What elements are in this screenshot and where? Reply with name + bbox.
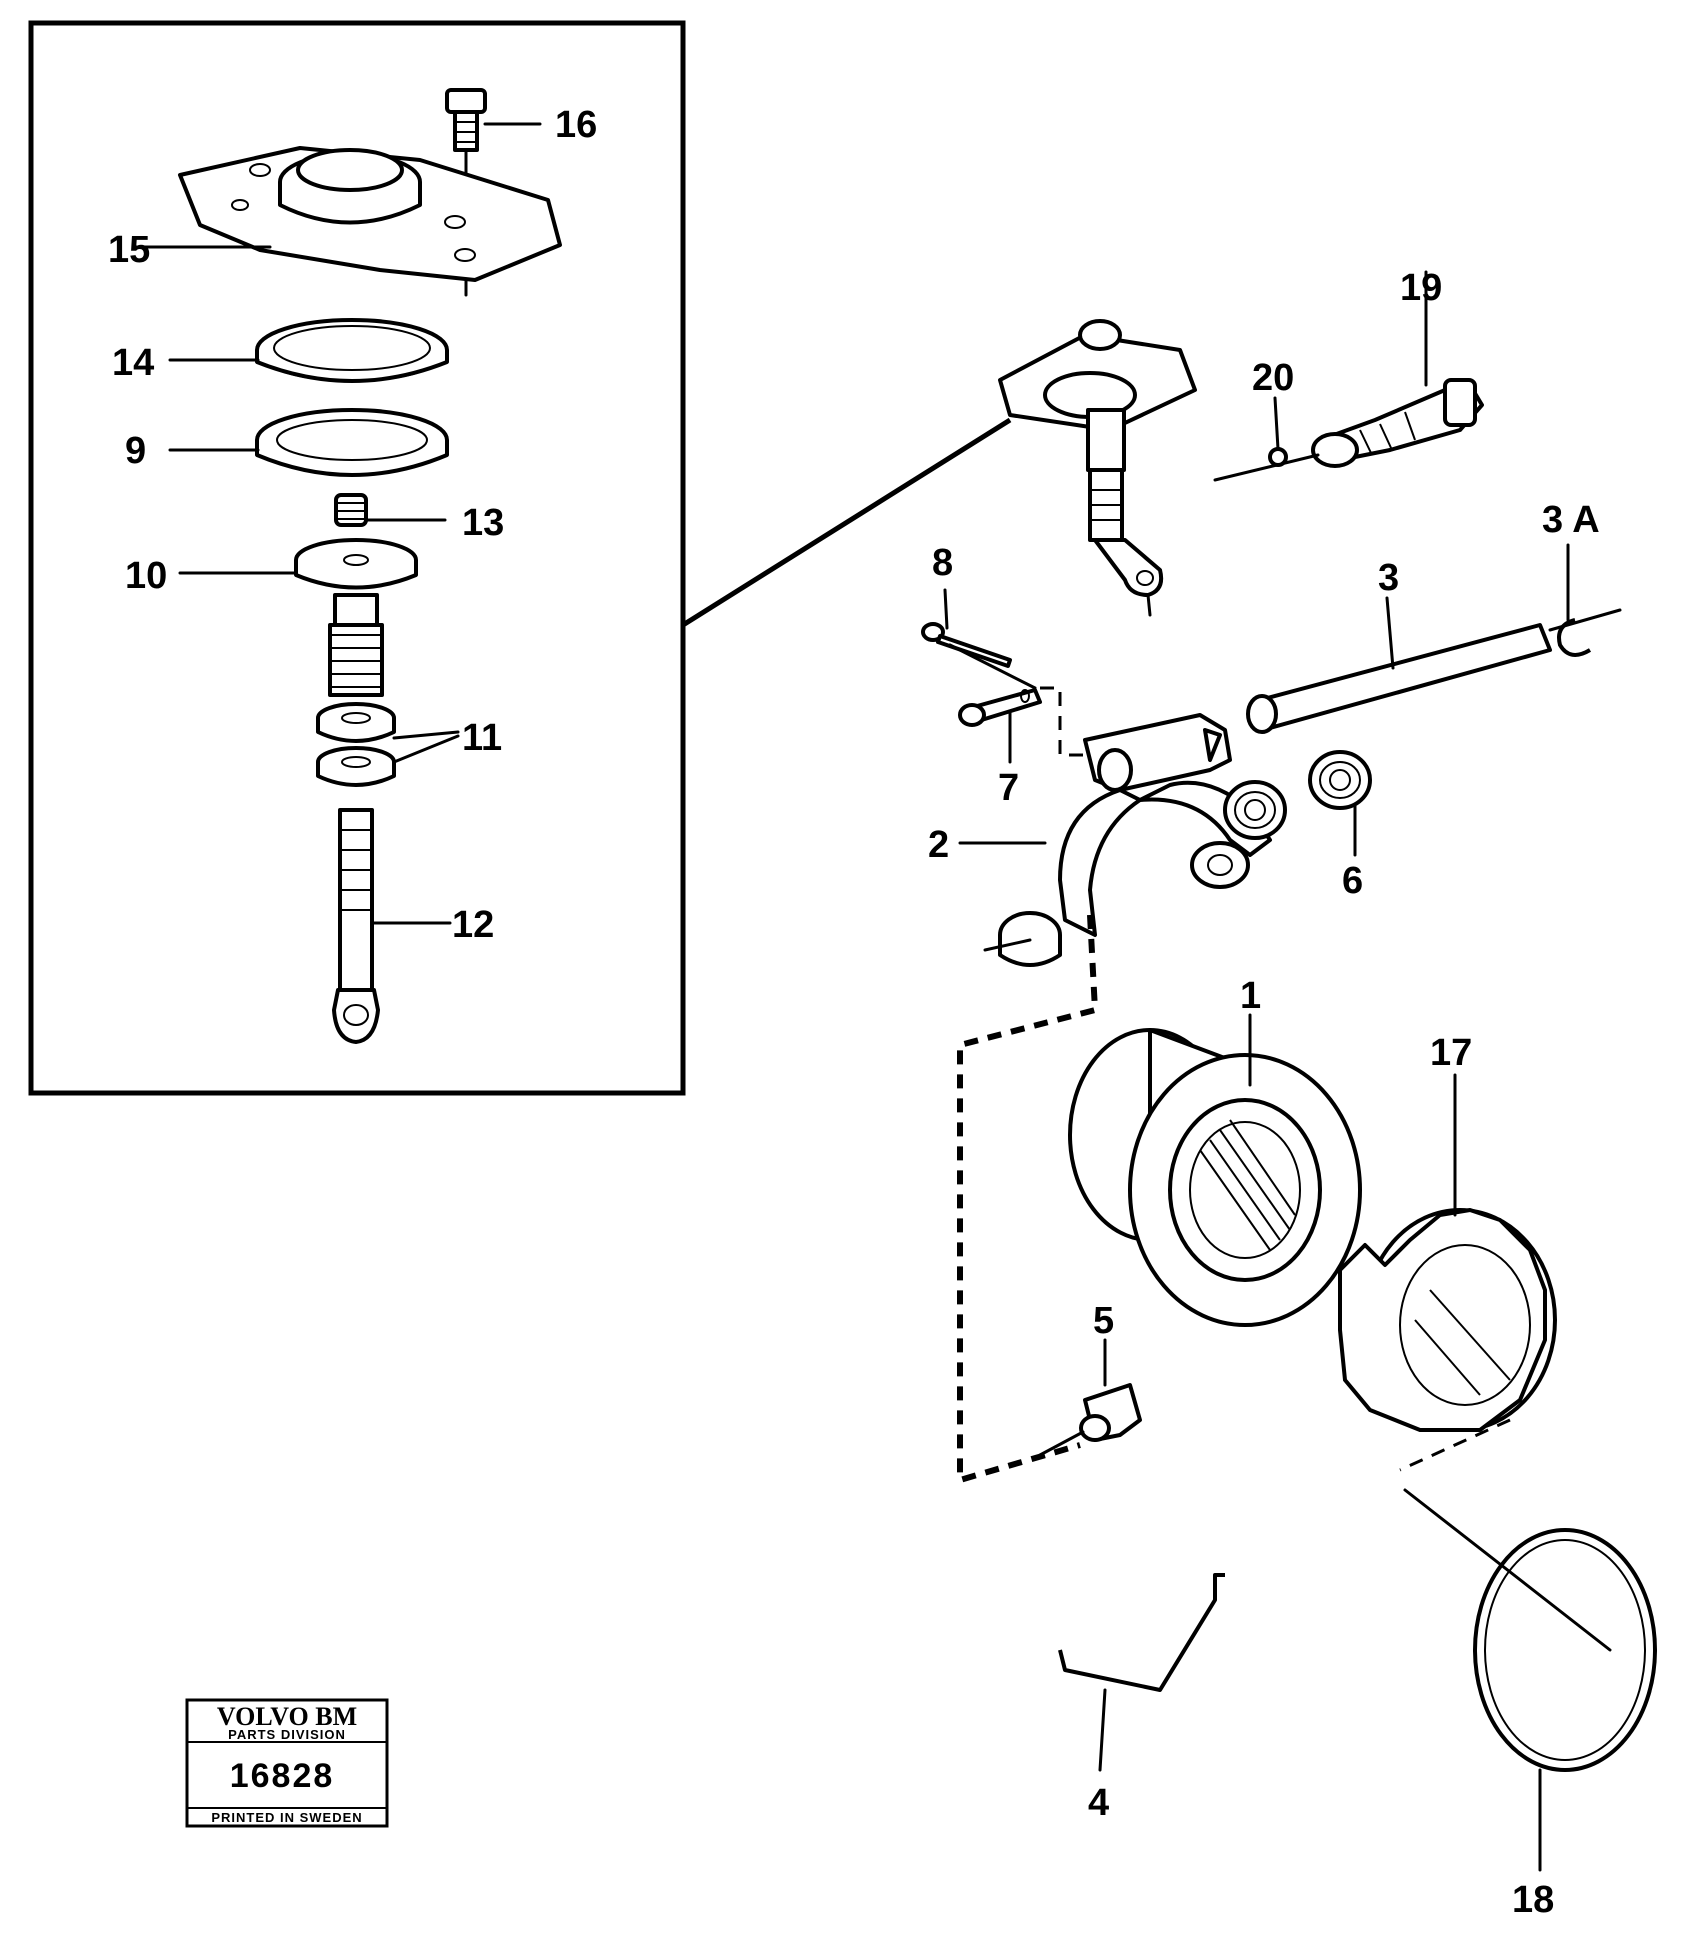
part-17-gear — [1338, 1208, 1557, 1432]
part-15-cover-plate — [178, 146, 562, 282]
part-2-shift-fork — [998, 713, 1272, 967]
part-16-bolt — [445, 88, 487, 152]
part-14-seal — [255, 318, 449, 383]
part-3-shaft — [1246, 623, 1552, 734]
stamp-number: 16828 — [230, 1757, 335, 1795]
part-12-threaded-rod — [332, 808, 380, 1044]
callout-15: 15 — [108, 229, 150, 271]
part-9-bearing-ring — [255, 408, 449, 477]
callout-3a: 3 A — [1542, 499, 1600, 541]
stamp-printed: PRINTED IN SWEDEN — [211, 1810, 362, 1825]
callout-4: 4 — [1088, 1782, 1109, 1824]
callout-12: 12 — [452, 904, 494, 946]
part-8-split-pin — [921, 622, 1012, 668]
callout-19: 19 — [1400, 267, 1442, 309]
detail-inset-frame — [28, 20, 686, 1096]
callout-3: 3 — [1378, 557, 1399, 599]
part-18-retaining-ring — [1473, 1528, 1657, 1772]
callout-7: 7 — [998, 767, 1019, 809]
callout-2: 2 — [928, 824, 949, 866]
part-1-sliding-sleeve — [1068, 1028, 1362, 1327]
callout-6: 6 — [1342, 860, 1363, 902]
part-5-grease-nipple — [1079, 1383, 1142, 1442]
callout-14: 14 — [112, 342, 154, 384]
callout-13: 13 — [462, 502, 504, 544]
callout-11: 11 — [462, 717, 502, 759]
callout-17: 17 — [1430, 1032, 1472, 1074]
volvo-bm-stamp: VOLVO BM PARTS DIVISION 16828 PRINTED IN… — [185, 1698, 389, 1828]
part-3a-circlip — [1557, 618, 1592, 657]
part-4-spring-clip — [1058, 1573, 1225, 1692]
part-19-switch — [1311, 378, 1484, 468]
callout-18: 18 — [1512, 1879, 1554, 1921]
stamp-division: PARTS DIVISION — [228, 1727, 346, 1742]
part-13-set-screw — [334, 493, 368, 527]
part-20-ball — [1268, 447, 1288, 467]
callout-9: 9 — [125, 430, 146, 472]
assembled-valve-unit — [998, 319, 1197, 597]
stamp-brand: VOLVO BM — [217, 1702, 357, 1731]
callout-16: 16 — [555, 104, 597, 146]
part-10-adjusting-stem — [294, 538, 418, 697]
callout-8: 8 — [932, 542, 953, 584]
callout-10: 10 — [125, 555, 167, 597]
callout-5: 5 — [1093, 1300, 1114, 1342]
callout-1: 1 — [1240, 975, 1261, 1017]
detail-connector-line — [681, 417, 1012, 628]
callout-20: 20 — [1252, 357, 1294, 399]
part-6-springs — [1223, 750, 1372, 840]
part-7-pin — [958, 688, 1042, 727]
part-11-nuts — [316, 702, 396, 787]
